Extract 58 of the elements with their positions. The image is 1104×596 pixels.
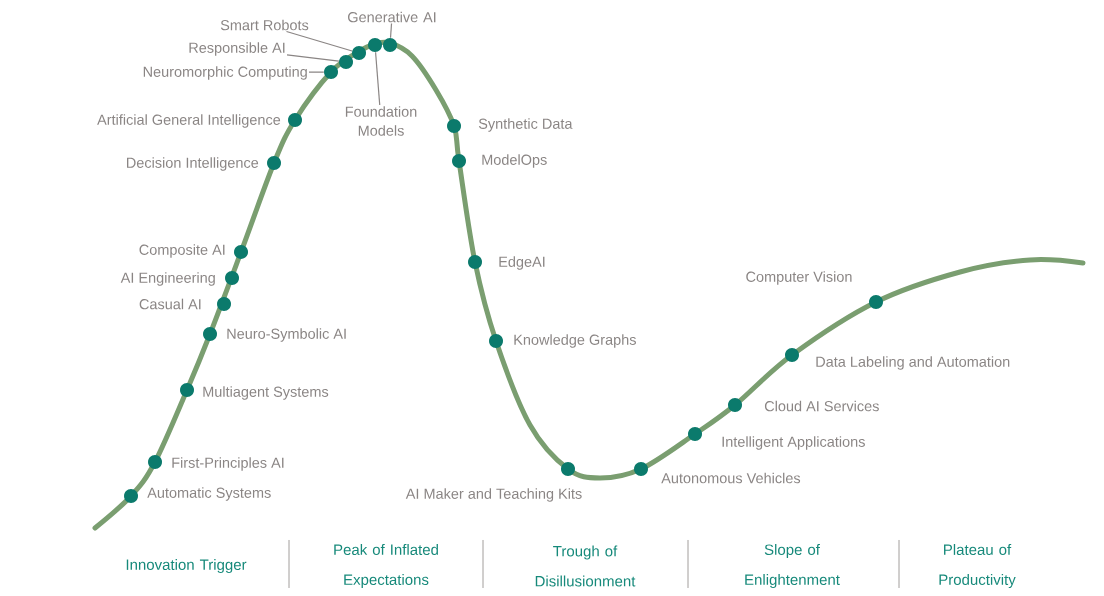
leader-line — [389, 22, 393, 39]
item-label: Data Labeling and Automation — [816, 356, 1010, 370]
item-label: Decision Intelligence — [127, 157, 259, 171]
item-label: Synthetic Data — [478, 118, 573, 132]
phase-label: Innovation Trigger — [126, 559, 247, 573]
dot — [489, 334, 503, 348]
item-label: Knowledge Graphs — [514, 334, 636, 348]
item-label: Automatic Systems — [147, 487, 271, 501]
dot — [180, 383, 194, 397]
item-label: ModelOps — [482, 154, 547, 168]
item-label: Autonomous Vehicles — [661, 472, 801, 484]
dot — [234, 245, 248, 259]
dot — [728, 398, 742, 412]
item-label: Generative AI — [348, 11, 436, 23]
item-label: AI Engineering — [120, 272, 215, 286]
item-label: Neuro-Symbolic AI — [227, 328, 346, 342]
item-label: Cloud AI Services — [764, 400, 879, 412]
item-label: Artificial General Intelligence — [97, 114, 281, 128]
item-label: Foundation Models — [345, 106, 417, 136]
dot — [785, 348, 799, 362]
dot — [468, 255, 482, 269]
dot — [124, 489, 138, 503]
item-label: Computer Vision — [746, 271, 852, 285]
phase-label: Trough of Disillusionment — [535, 545, 636, 587]
dot — [267, 156, 281, 170]
dot — [688, 427, 702, 441]
phase-label: Peak of Inflated Expectations — [334, 544, 438, 588]
item-label: Multiagent Systems — [203, 386, 329, 400]
item-label: Responsible AI — [189, 42, 285, 56]
item-label: Composite AI — [139, 244, 225, 258]
dot — [368, 38, 382, 52]
dot — [452, 154, 466, 168]
leader-line — [374, 51, 381, 106]
phase-label: Slope of Enlightenment — [745, 544, 840, 588]
dot — [869, 295, 883, 309]
dot — [203, 327, 217, 341]
leader-line — [285, 30, 353, 52]
dot — [352, 46, 366, 60]
item-label: Smart Robots — [220, 19, 309, 31]
dot — [447, 119, 461, 133]
phase-label: Plateau of Productivity — [939, 544, 1016, 588]
dot — [217, 297, 231, 311]
dot — [383, 38, 397, 52]
dot — [634, 462, 648, 476]
dot — [225, 271, 239, 285]
dot — [148, 455, 162, 469]
item-label: EdgeAI — [499, 256, 545, 270]
dot — [288, 113, 302, 127]
item-label: First-Principles AI — [172, 457, 284, 471]
item-label: Neuromorphic Computing — [143, 66, 307, 80]
item-label: Intelligent Applications — [722, 436, 865, 450]
dot — [339, 55, 353, 69]
item-label: AI Maker and Teaching Kits — [405, 488, 582, 502]
dot — [324, 65, 338, 79]
leader-line — [308, 71, 325, 73]
item-label: Casual AI — [139, 298, 201, 310]
leader-line — [286, 54, 340, 62]
dot — [561, 462, 575, 476]
